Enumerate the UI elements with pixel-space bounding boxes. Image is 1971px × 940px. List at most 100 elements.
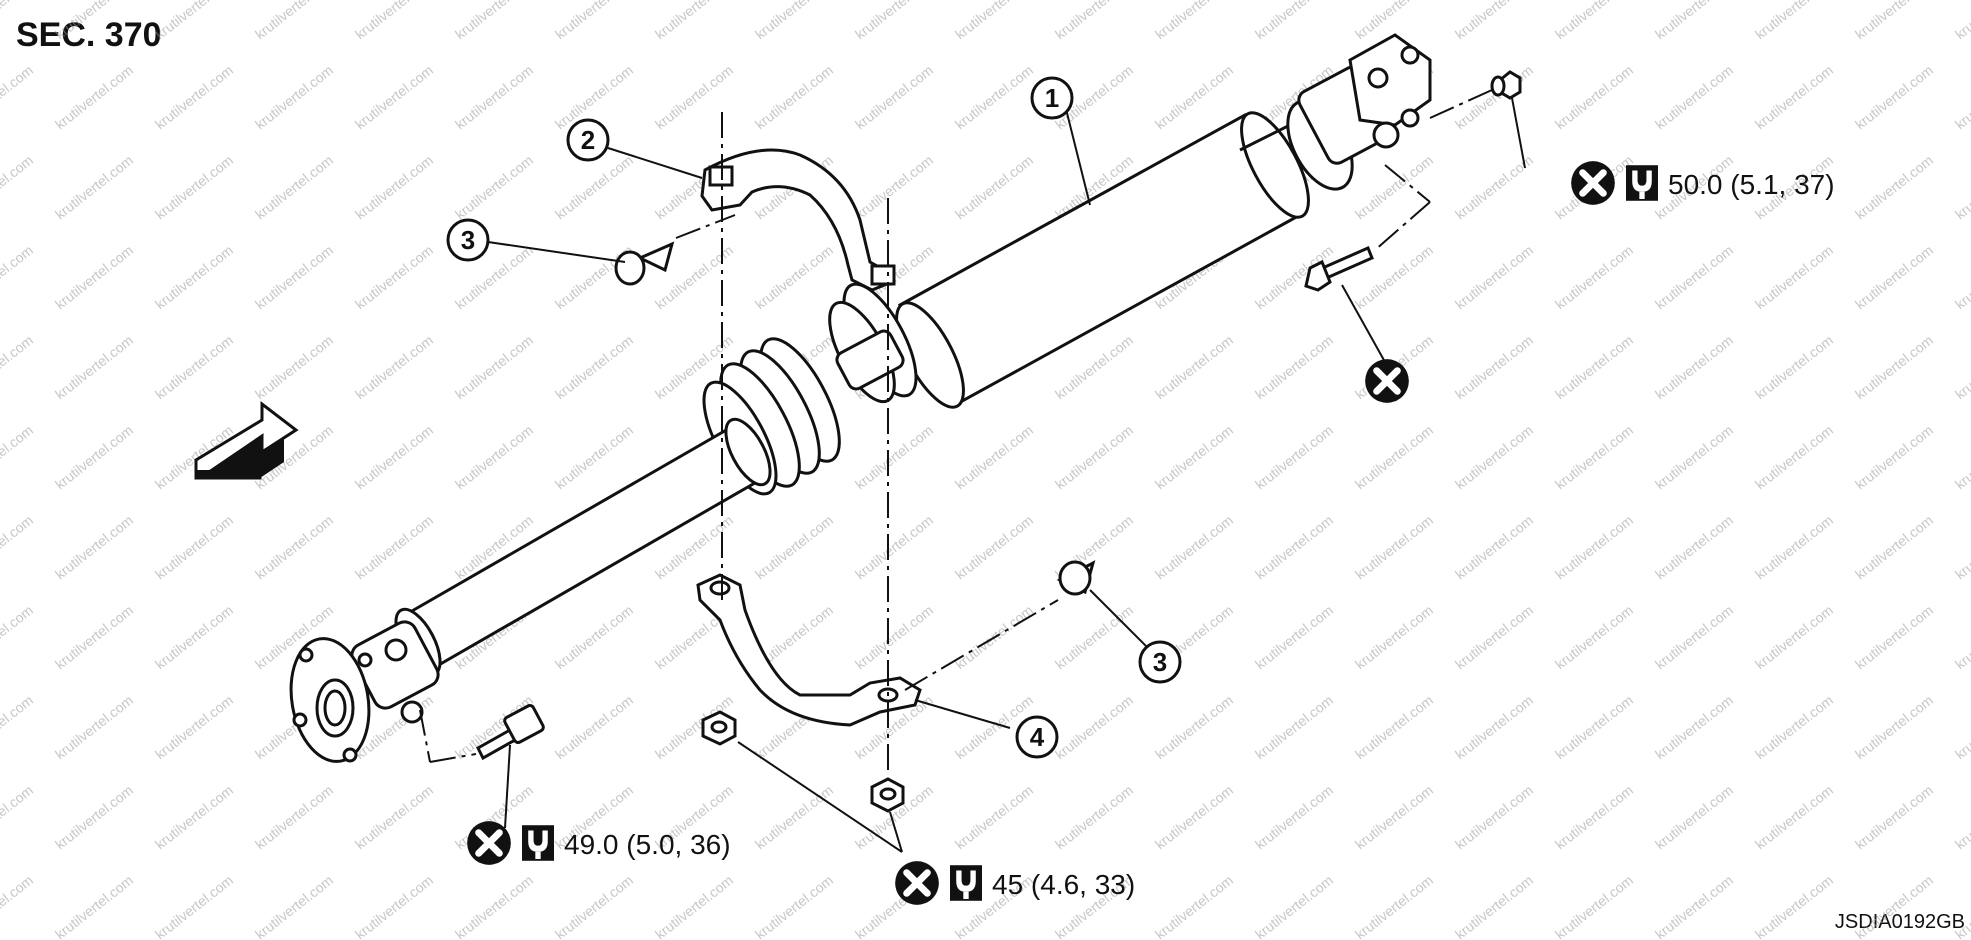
watermark-text: krutilvertel.com [1552,242,1636,313]
watermark-text: krutilvertel.com [1952,152,1971,223]
torque-wrench-icon [522,825,554,861]
watermark-text: krutilvertel.com [1652,242,1736,313]
watermark-text: krutilvertel.com [152,152,236,223]
watermark-text: krutilvertel.com [1852,692,1936,763]
watermark-text: krutilvertel.com [552,0,636,42]
watermark-text: krutilvertel.com [1652,602,1736,673]
watermark-text: krutilvertel.com [1652,332,1736,403]
watermark-text: krutilvertel.com [652,872,736,940]
watermark-text: krutilvertel.com [852,152,936,223]
watermark-text: krutilvertel.com [1952,692,1971,763]
watermark-text: krutilvertel.com [1052,0,1136,42]
watermark-text: krutilvertel.com [1952,782,1971,853]
watermark-text: krutilvertel.com [1952,422,1971,493]
watermark-text: krutilvertel.com [1352,152,1436,223]
watermark-text: krutilvertel.com [1852,872,1936,940]
watermark-text: krutilvertel.com [0,242,36,313]
watermark-text: krutilvertel.com [352,62,436,133]
svg-text:2: 2 [581,125,595,155]
watermark-text: krutilvertel.com [1052,422,1136,493]
watermark-text: krutilvertel.com [52,152,136,223]
watermark-text: krutilvertel.com [352,152,436,223]
lower-bracket-nut-right [870,777,905,813]
torque-wrench-icon [950,865,982,901]
callout-3-lower: 3 [1138,640,1182,684]
watermark-text: krutilvertel.com [1652,0,1736,42]
watermark-text: krutilvertel.com [1652,422,1736,493]
front-flange-bolt [476,704,545,761]
do-not-reuse-icon [1365,359,1409,403]
watermark-text: krutilvertel.com [1252,422,1336,493]
watermark-text: krutilvertel.com [1452,872,1536,940]
watermark-text: krutilvertel.com [352,0,436,42]
torque-spec-center-bearing: 45 (4.6, 33) [895,861,1135,905]
watermark-text: krutilvertel.com [1752,62,1836,133]
watermark-text: krutilvertel.com [1952,512,1971,583]
watermark-text: krutilvertel.com [1852,0,1936,42]
watermark-text: krutilvertel.com [1852,152,1936,223]
watermark-text: krutilvertel.com [252,152,336,223]
watermark-text: krutilvertel.com [1852,782,1936,853]
watermark-text: krutilvertel.com [0,512,36,583]
watermark-text: krutilvertel.com [1152,332,1236,403]
plug-clip-upper [614,241,675,286]
watermark-text: krutilvertel.com [1752,422,1836,493]
watermark-text: krutilvertel.com [1252,602,1336,673]
watermark-text: krutilvertel.com [1552,0,1636,42]
watermark-text: krutilvertel.com [1752,692,1836,763]
watermark-text: krutilvertel.com [52,602,136,673]
watermark-text: krutilvertel.com [0,872,36,940]
watermark-text: krutilvertel.com [1052,782,1136,853]
watermark-text: krutilvertel.com [1452,422,1536,493]
svg-text:50.0 (5.1, 37): 50.0 (5.1, 37) [1668,169,1835,200]
watermark-text: krutilvertel.com [1752,782,1836,853]
watermark-text: krutilvertel.com [752,0,836,42]
watermark-text: krutilvertel.com [1052,692,1136,763]
watermark-text: krutilvertel.com [1452,242,1536,313]
watermark-text: krutilvertel.com [1552,62,1636,133]
svg-text:3: 3 [1153,647,1167,677]
watermark-text: krutilvertel.com [852,0,936,42]
watermark-text: krutilvertel.com [1752,512,1836,583]
diagram-code: JSDIA0192GB [1834,911,1965,933]
watermark-text: krutilvertel.com [952,422,1036,493]
watermark-text: krutilvertel.com [1152,782,1236,853]
watermark-text: krutilvertel.com [452,0,536,42]
watermark-text: krutilvertel.com [552,332,636,403]
watermark-text: krutilvertel.com [152,692,236,763]
watermark-text: krutilvertel.com [1752,602,1836,673]
svg-text:49.0 (5.0, 36): 49.0 (5.0, 36) [564,829,731,860]
watermark-text: krutilvertel.com [1852,512,1936,583]
watermark-text: krutilvertel.com [152,332,236,403]
callout-2: 2 [566,118,610,162]
watermark-text: krutilvertel.com [1352,692,1436,763]
watermark-text: krutilvertel.com [152,242,236,313]
watermark-text: krutilvertel.com [152,512,236,583]
watermark-text: krutilvertel.com [1952,332,1971,403]
watermark-text: krutilvertel.com [152,782,236,853]
watermark-text: krutilvertel.com [752,62,836,133]
torque-wrench-icon [1626,165,1658,201]
assembly-lines [419,89,1493,770]
watermark-text: krutilvertel.com [1152,692,1236,763]
watermark-text: krutilvertel.com [952,0,1036,42]
watermark-text: krutilvertel.com [452,872,536,940]
watermark-text: krutilvertel.com [1952,602,1971,673]
svg-text:1: 1 [1045,83,1059,113]
watermark-text: krutilvertel.com [1152,422,1236,493]
watermark-text: krutilvertel.com [1152,0,1236,42]
watermark-text: krutilvertel.com [1152,62,1236,133]
rear-bolt-do-not-reuse [1365,359,1409,403]
watermark-text: krutilvertel.com [0,332,36,403]
svg-text:45 (4.6, 33): 45 (4.6, 33) [992,869,1135,900]
watermark-text: krutilvertel.com [752,782,836,853]
watermark-text: krutilvertel.com [1752,872,1836,940]
section-title: SEC. 370 [16,16,162,54]
torque-spec-rear-flange: 50.0 (5.1, 37) [1571,161,1835,205]
watermark-text: krutilvertel.com [1652,872,1736,940]
watermark-text: krutilvertel.com [1252,332,1336,403]
watermark-text: krutilvertel.com [1652,512,1736,583]
watermark-text: krutilvertel.com [952,152,1036,223]
do-not-reuse-icon [895,861,939,905]
